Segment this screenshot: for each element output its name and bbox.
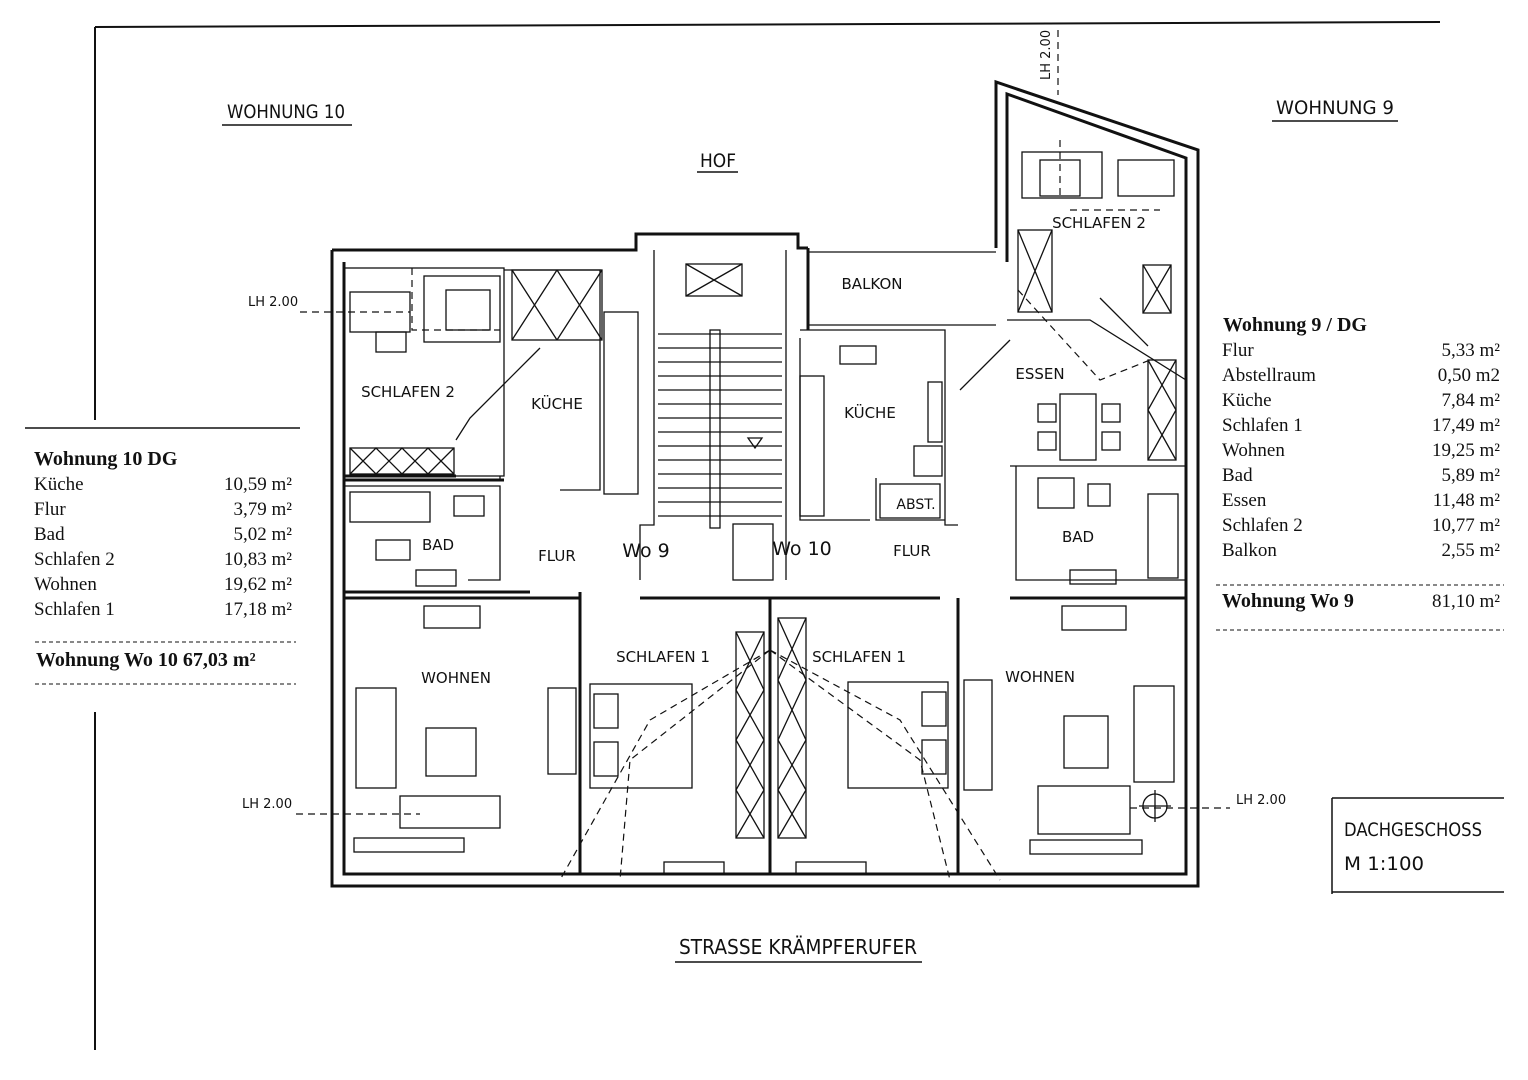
- area-table-w10: Wohnung 10 DG Küche 10,59 m² Flur 3,79 m² Ba…: [25, 427, 300, 685]
- area-row-value: 17,18 m²: [224, 599, 292, 620]
- floor-name: DACHGESCHOSS: [1344, 819, 1482, 841]
- room-flur-w9: FLUR: [893, 542, 931, 560]
- outer-walls: [330, 79, 1200, 888]
- area-row-value: 17,49 m²: [1432, 415, 1500, 436]
- area-row-name: Schlafen 2: [34, 549, 115, 570]
- interior-walls: [343, 250, 1187, 874]
- apt10-title: WOHNUNG 10: [227, 101, 345, 123]
- table-w9-title: Wohnung 9 / DG: [1223, 314, 1367, 336]
- scale-label: M 1:100: [1344, 853, 1424, 875]
- lh-label-2: LH 2.00: [242, 797, 292, 812]
- area-row-value: 2,55 m²: [1442, 540, 1501, 561]
- area-row-name: Schlafen 1: [34, 599, 115, 620]
- area-row-value: 0,50 m2: [1438, 365, 1500, 386]
- ceiling-height-labels: LH 2.00 LH 2.00 LH 2.00 LH 2.00: [242, 30, 1286, 812]
- area-row-name: Flur: [34, 499, 66, 520]
- area-row-value: 7,84 m²: [1442, 390, 1501, 411]
- room-wohnen-w10: WOHNEN: [421, 669, 491, 687]
- area-row-value: 19,25 m²: [1432, 440, 1500, 461]
- lh-label-1: LH 2.00: [248, 295, 298, 310]
- title-block: DACHGESCHOSS M 1:100: [1331, 797, 1504, 894]
- area-row-value: 5,89 m²: [1442, 465, 1501, 486]
- area-row-name: Bad: [1222, 465, 1253, 486]
- room-wohnen-w9: WOHNEN: [1005, 668, 1075, 686]
- stairwell: [658, 263, 782, 581]
- table-w9-total-label: Wohnung Wo 9: [1222, 590, 1354, 612]
- area-row-name: Bad: [34, 524, 65, 545]
- area-row-value: 11,48 m²: [1433, 490, 1501, 511]
- lh-label-4: LH 2.00: [1039, 30, 1054, 80]
- room-flur-w10: FLUR: [538, 547, 576, 565]
- area-row-value: 10,83 m²: [224, 549, 292, 570]
- courtyard-label: HOF: [700, 150, 736, 172]
- area-row-value: 10,59 m²: [224, 474, 292, 495]
- furniture: [349, 151, 1179, 875]
- room-kueche-w9: KÜCHE: [844, 403, 896, 422]
- table-w10-title: Wohnung 10 DG: [34, 448, 178, 470]
- area-row-name: Balkon: [1222, 540, 1277, 561]
- room-kueche-w10: KÜCHE: [531, 394, 583, 413]
- area-row-value: 19,62 m²: [224, 574, 292, 595]
- room-abst-w9: ABST.: [896, 497, 935, 513]
- area-row-name: Wohnen: [1222, 440, 1285, 461]
- area-row-name: Küche: [34, 474, 84, 495]
- room-schlafen1-w10: SCHLAFEN 1: [616, 648, 710, 666]
- room-schlafen1-w9: SCHLAFEN 1: [812, 648, 906, 666]
- lh-label-3: LH 2.00: [1236, 793, 1286, 808]
- area-row-name: Flur: [1222, 340, 1254, 361]
- area-row-name: Küche: [1222, 390, 1272, 411]
- area-row-name: Wohnen: [34, 574, 97, 595]
- area-row-name: Schlafen 1: [1222, 415, 1303, 436]
- label-wo10: Wo 10: [772, 538, 832, 560]
- area-table-w9: Wohnung 9 / DG Flur 5,33 m² Abstellraum 0,5…: [1216, 314, 1504, 631]
- area-row-value: 5,02 m²: [234, 524, 293, 545]
- table-w10-total: Wohnung Wo 10 67,03 m²: [36, 649, 256, 671]
- room-schlafen2-w9: SCHLAFEN 2: [1052, 214, 1146, 232]
- room-labels: SCHLAFEN 2 KÜCHE BAD FLUR WOHNEN SCHLAFE…: [361, 214, 1146, 687]
- room-essen-w9: ESSEN: [1015, 365, 1064, 383]
- room-bad-w10: BAD: [422, 536, 454, 554]
- area-row-value: 3,79 m²: [234, 499, 293, 520]
- label-wo9: Wo 9: [622, 540, 669, 562]
- area-row-name: Essen: [1222, 490, 1267, 511]
- table-w9-total-area: 81,10 m²: [1432, 591, 1500, 612]
- area-row-value: 5,33 m²: [1442, 340, 1501, 361]
- chimney-shafts: [349, 229, 1177, 839]
- street-label: STRASSE KRÄMPFERUFER: [679, 935, 917, 959]
- sheet-frame: [94, 21, 1441, 1050]
- balcony-label: BALKON: [842, 275, 903, 293]
- slope-lines: [296, 140, 1230, 881]
- room-bad-w9: BAD: [1062, 528, 1094, 546]
- room-schlafen2-w10: SCHLAFEN 2: [361, 383, 455, 401]
- area-row-name: Schlafen 2: [1222, 515, 1303, 536]
- area-row-name: Abstellraum: [1222, 365, 1316, 386]
- apt9-title: WOHNUNG 9: [1276, 97, 1394, 119]
- area-row-value: 10,77 m²: [1432, 515, 1500, 536]
